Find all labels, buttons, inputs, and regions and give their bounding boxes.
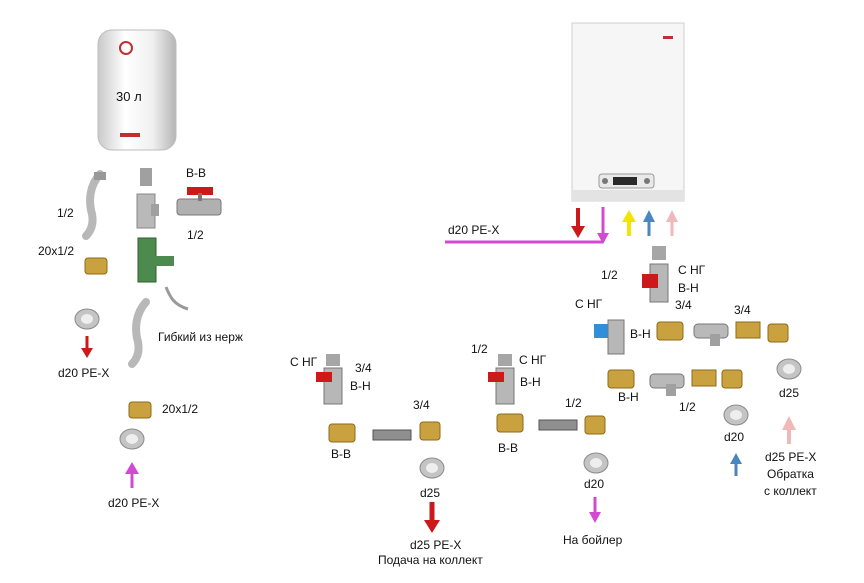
return-half-2: 1/2 xyxy=(679,400,696,414)
elbow-fitting-icon-supply xyxy=(327,420,357,446)
dhw-vv-label: В-В xyxy=(498,441,519,455)
elbow-fitting-icon-supply-2 xyxy=(418,416,448,444)
elbow-fitting-icon-dhw-2 xyxy=(583,410,613,438)
return-cng-1: С НГ xyxy=(678,263,706,277)
pipe-nipple-icon-return xyxy=(734,320,762,340)
ball-valve-icon-return xyxy=(640,244,680,306)
compression-nut-icon-2 xyxy=(119,428,145,450)
elbow-fitting-icon-return-2 xyxy=(766,318,794,348)
tee-fitting-icon xyxy=(133,166,159,234)
supply-vn-label: В-Н xyxy=(350,379,371,393)
elbow-fitting-icon-2 xyxy=(127,398,155,422)
supply-caption: Подача на коллект xyxy=(378,553,483,567)
return-caption-1: Обратка xyxy=(767,467,814,481)
half-label-top: 1/2 xyxy=(57,206,74,220)
compression-nut-icon-return-d20 xyxy=(723,404,749,426)
ball-valve-icon-cold xyxy=(590,314,628,358)
compression-nut-icon xyxy=(74,308,100,330)
dhw-half-right: 1/2 xyxy=(565,396,582,410)
flex-hose-icon-2 xyxy=(124,298,154,368)
dhw-cng-label: С НГ xyxy=(519,353,547,367)
return-vn-1: В-Н xyxy=(678,281,699,295)
flex-label: Гибкий из нерж xyxy=(158,330,243,344)
ball-valve-icon-dhw xyxy=(484,352,526,408)
y-filter-icon xyxy=(692,318,732,348)
elbow-fitting-icon-return-3 xyxy=(606,366,636,392)
pex-in-label: d20 PE-X xyxy=(108,496,160,510)
ball-valve-icon-supply xyxy=(312,352,354,408)
fitting-20x12-top: 20х1/2 xyxy=(38,244,75,258)
supply-pex-label: d25 PE-X xyxy=(410,538,462,552)
water-heater-icon xyxy=(96,28,178,152)
elbow-fitting-icon-return xyxy=(655,318,685,344)
elbow-fitting-icon-dhw xyxy=(495,410,525,436)
return-vn-2: В-Н xyxy=(630,327,651,341)
return-half-1: 1/2 xyxy=(601,268,618,282)
pipe-nipple-icon-supply xyxy=(372,428,412,442)
elbow-fitting-icon xyxy=(83,254,111,278)
fitting-20x12-bottom: 20х1/2 xyxy=(162,402,199,416)
elbow-fitting-icon-return-4 xyxy=(720,362,748,394)
return-cng-2: С НГ xyxy=(575,297,603,311)
return-pex-label: d25 PE-X xyxy=(765,450,817,464)
dhw-d20-label: d20 xyxy=(584,477,605,491)
supply-vv-label: В-В xyxy=(331,447,352,461)
y-filter-icon-2 xyxy=(648,368,688,398)
return-d25-label: d25 xyxy=(779,386,800,400)
return-caption-2: с коллект xyxy=(764,484,817,498)
compression-nut-icon-supply xyxy=(419,457,445,479)
flex-hose-icon xyxy=(80,170,110,240)
supply-cng-label: С НГ xyxy=(290,355,318,369)
pex-out-label: d20 PE-X xyxy=(58,366,110,380)
dhw-vn-label: В-Н xyxy=(520,375,541,389)
vv-label: В-В xyxy=(186,166,207,180)
half-label-right: 1/2 xyxy=(187,228,204,242)
compression-nut-icon-dhw xyxy=(583,452,609,474)
safety-valve-icon xyxy=(134,236,176,284)
return-34-2: 3/4 xyxy=(734,303,751,317)
ball-valve-icon xyxy=(175,185,223,221)
return-vn-3: В-Н xyxy=(618,390,639,404)
drain-tube-icon xyxy=(162,285,192,313)
heater-volume-label: 30 л xyxy=(116,89,142,104)
return-d20-label: d20 xyxy=(724,430,745,444)
dhw-half-top: 1/2 xyxy=(471,342,488,356)
supply-d25-label: d25 xyxy=(420,486,441,500)
gas-boiler-icon xyxy=(571,22,685,202)
compression-nut-icon-return-d25 xyxy=(776,358,802,380)
dhw-caption: На бойлер xyxy=(563,533,623,547)
pipe-nipple-icon-dhw xyxy=(538,418,578,432)
supply-34-mid: 3/4 xyxy=(413,398,430,412)
supply-34-top: 3/4 xyxy=(355,361,372,375)
boiler-pipe-label: d20 PE-X xyxy=(448,223,500,237)
pipe-nipple-icon-return-2 xyxy=(690,368,718,388)
return-34-1: 3/4 xyxy=(675,298,692,312)
